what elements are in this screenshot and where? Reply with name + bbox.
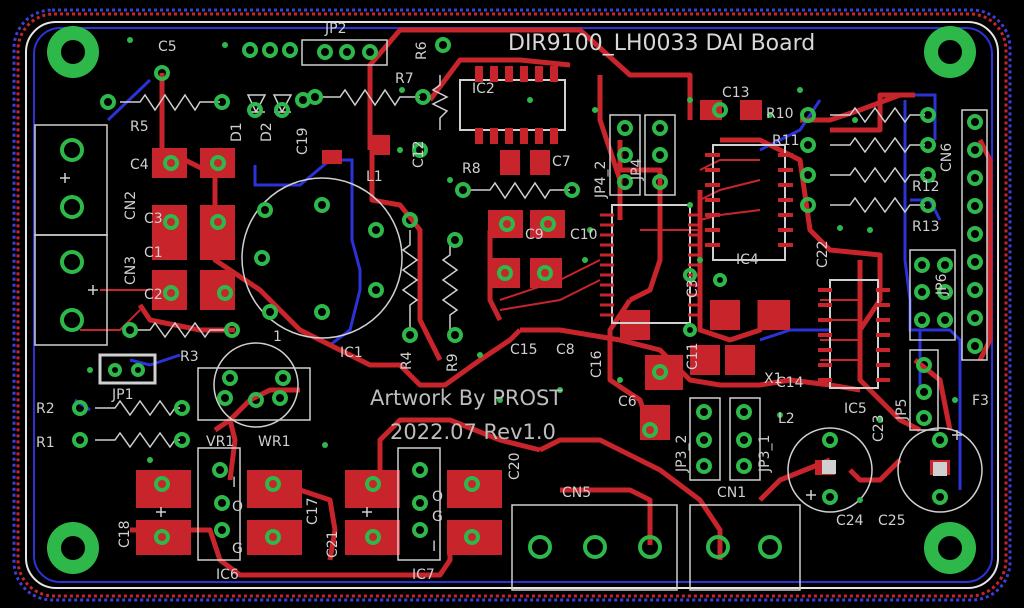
board-title: DIR9100_LH0033 DAI Board bbox=[508, 31, 816, 56]
ref-c2: C2 bbox=[144, 287, 163, 303]
ref-l2: L2 bbox=[778, 411, 795, 427]
board-revision: 2022.07 Rev1.0 bbox=[390, 420, 556, 444]
ref-jp6: JP6 bbox=[934, 273, 950, 295]
ref-cn1: CN1 bbox=[717, 485, 747, 501]
ref-r8: R8 bbox=[462, 161, 481, 177]
ref-pin-g-ic7: G bbox=[432, 509, 443, 525]
ref-c18: C18 bbox=[117, 520, 133, 548]
ref-pin-g-ic6: G bbox=[232, 541, 243, 557]
ref-pin-i-ic7: I bbox=[432, 539, 437, 555]
ref-r1: R1 bbox=[36, 435, 55, 451]
connector-outlines bbox=[34, 39, 988, 591]
ref-r6: R6 bbox=[414, 41, 430, 60]
ref-c7: C7 bbox=[552, 154, 571, 170]
ref-x1: X1 bbox=[764, 371, 783, 387]
circle-outlines bbox=[213, 177, 983, 513]
ref-c19: C19 bbox=[295, 127, 311, 155]
ref-r11: R11 bbox=[772, 133, 800, 149]
ref-c9: C9 bbox=[525, 227, 544, 243]
plus-signs bbox=[60, 173, 962, 517]
ref-r13: R13 bbox=[912, 219, 940, 235]
ref-ic4: IC4 bbox=[736, 252, 759, 268]
ref-r7: R7 bbox=[395, 71, 414, 87]
ref-c6: C6 bbox=[618, 394, 637, 410]
ref-cn3: CN3 bbox=[123, 255, 139, 285]
ref-wr1: WR1 bbox=[258, 434, 291, 450]
ref-jp1: JP1 bbox=[112, 387, 134, 403]
ref-jp4: JP4 bbox=[629, 158, 645, 180]
ref-c4: C4 bbox=[130, 157, 149, 173]
ref-d2: D2 bbox=[259, 122, 275, 142]
ref-c23: C23 bbox=[871, 414, 887, 442]
ref-c15: C15 bbox=[510, 342, 538, 358]
ref-c3: C3 bbox=[144, 211, 163, 227]
ref-jp3-1: JP3_1 bbox=[757, 434, 773, 472]
ref-cn5: CN5 bbox=[562, 485, 592, 501]
ref-c12: C12 bbox=[411, 140, 427, 168]
ref-c21: C21 bbox=[325, 530, 341, 558]
ref-c10: C10 bbox=[570, 227, 598, 243]
ref-c25: C25 bbox=[878, 513, 906, 529]
polarized-cap-markers bbox=[822, 460, 947, 476]
ref-r3: R3 bbox=[180, 349, 199, 365]
ref-jp3-2: JP3_2 bbox=[674, 434, 690, 472]
ref-r5: R5 bbox=[130, 119, 149, 135]
smd-pads bbox=[136, 100, 950, 555]
ic5-footprint bbox=[818, 279, 890, 389]
ref-l1: L1 bbox=[366, 169, 383, 185]
qfp-main-chip-footprint bbox=[600, 204, 702, 324]
artwork-credit: Artwork By PROST bbox=[370, 386, 563, 410]
vias bbox=[87, 37, 958, 503]
ic2-footprint bbox=[459, 66, 566, 144]
ref-c24: C24 bbox=[836, 513, 864, 529]
ref-jp5: JP5 bbox=[894, 398, 910, 420]
ref-r2: R2 bbox=[36, 401, 55, 417]
ic4-footprint bbox=[705, 144, 793, 261]
ref-jp2: JP2 bbox=[325, 21, 347, 37]
ref-vr1: VR1 bbox=[206, 434, 235, 450]
ref-c14: C14 bbox=[776, 375, 804, 391]
ref-ic2: IC2 bbox=[472, 81, 495, 97]
ref-ic1: IC1 bbox=[340, 345, 363, 361]
mounting-holes bbox=[47, 26, 976, 574]
ref-c16: C16 bbox=[589, 350, 605, 378]
jp1-header bbox=[98, 353, 157, 385]
ref-d1: D1 bbox=[229, 122, 245, 142]
ref-r9: R9 bbox=[445, 353, 461, 372]
edge-via-stitching-blue bbox=[12, 8, 1012, 602]
ref-ic7: IC7 bbox=[412, 567, 435, 583]
top-copper-traces bbox=[130, 27, 993, 578]
ref-pin-o-ic6: O bbox=[232, 499, 244, 515]
ref-c3-right: C3 bbox=[685, 279, 701, 298]
ref-r12: R12 bbox=[912, 179, 940, 195]
ref-pin-i-ic6: I bbox=[232, 475, 237, 491]
ref-cn6: CN6 bbox=[939, 142, 955, 172]
ref-pin-o-ic7: O bbox=[432, 489, 444, 505]
thin-signal-traces bbox=[80, 159, 860, 361]
ref-c17: C17 bbox=[305, 497, 321, 525]
ref-c11: C11 bbox=[685, 342, 701, 370]
ref-f3: F3 bbox=[972, 393, 989, 409]
edge-via-stitching-red bbox=[16, 12, 1008, 598]
ref-r10: R10 bbox=[766, 106, 794, 122]
ref-c5: C5 bbox=[158, 39, 177, 55]
ref-c1: C1 bbox=[144, 245, 163, 261]
ref-cn2: CN2 bbox=[123, 190, 139, 220]
ref-ic5: IC5 bbox=[844, 401, 867, 417]
ref-jp4-2: JP4_2 bbox=[593, 160, 609, 198]
ref-c22: C22 bbox=[815, 240, 831, 268]
resistor-symbols bbox=[95, 75, 925, 449]
ref-ic6: IC6 bbox=[216, 567, 239, 583]
ref-pin1: 1 bbox=[273, 329, 282, 345]
ref-c13: C13 bbox=[722, 85, 750, 101]
ref-r4: R4 bbox=[399, 351, 415, 370]
ref-c20: C20 bbox=[507, 452, 523, 480]
through-hole-pads bbox=[60, 37, 983, 559]
ref-c8: C8 bbox=[556, 342, 575, 358]
